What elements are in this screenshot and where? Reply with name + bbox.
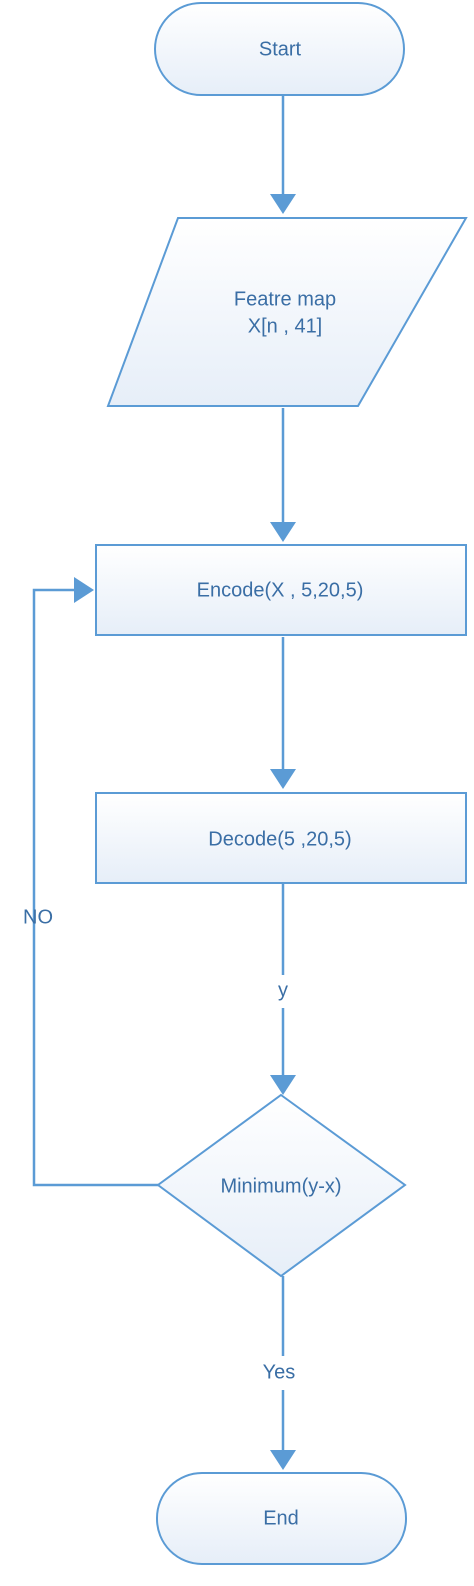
edge-label-yes: Yes [263,1361,296,1383]
input-label-line2: X[n , 41] [248,315,323,337]
encode-process-shape [95,544,467,636]
arrowhead-decode-to-decision [270,1075,296,1095]
edge-label-y: y [278,979,288,1001]
end-node: End [156,1472,407,1565]
encode-node: Encode(X , 5,20,5) [95,544,467,636]
arrowhead-input-to-encode [270,522,296,542]
encode-label: Encode(X , 5,20,5) [197,579,364,601]
arrowhead-encode-to-decode [270,769,296,789]
decode-node: Decode(5 ,20,5) [95,792,467,884]
start-node: Start [154,2,405,96]
input-node: Featre map X[n , 41] [106,217,468,407]
edge-label-no: NO [23,906,53,928]
end-label: End [263,1507,299,1529]
decision-node: Minimum(y-x) [156,1093,407,1278]
end-terminator-shape [156,1472,407,1565]
input-parallelogram-shape [106,217,468,407]
start-label: Start [259,38,302,60]
decode-process-shape [95,792,467,884]
decode-label: Decode(5 ,20,5) [208,828,351,850]
connectors [32,95,296,1470]
decision-label: Minimum(y-x) [220,1175,341,1197]
start-terminator-shape [154,2,405,96]
decision-diamond-shape [156,1093,407,1278]
edge-decision-no-loop [32,588,158,1187]
input-label-line1: Featre map [234,288,336,310]
arrowhead-start-to-input [270,194,296,214]
arrowhead-loop-to-encode [74,577,94,603]
arrowhead-decision-to-end [270,1450,296,1470]
